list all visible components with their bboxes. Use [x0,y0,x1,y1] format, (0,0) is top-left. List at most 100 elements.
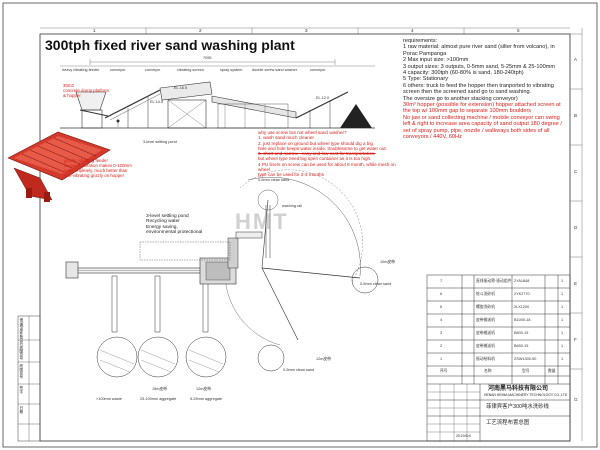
requirement-line: 4 capacity: 300tph (60-80% is sand, 180-… [403,70,524,77]
title-block [426,274,571,442]
elevation-b: EL.14.5 [150,100,164,104]
plan-view [65,169,379,378]
parts-row-qty: 1 [561,318,564,322]
parts-row-model: 2YK2770 [514,292,530,296]
grid-row-d: D [574,225,578,230]
left-strip-label: 借(通)用件登记 [19,318,24,342]
parts-row-no: 4 [440,318,443,322]
elevation-view [60,59,375,129]
label-conveyor-1: conveyor [110,68,126,72]
parts-row-model: B800-15 [514,331,529,335]
drawing-date: 2019/6/4 [456,434,471,438]
parts-header-model: 型号 [522,369,530,373]
label-spray-system: spray system [220,68,243,72]
parts-header-no: 序号 [440,369,448,373]
label-screw-washer: double screw sand washer [252,68,297,72]
grid-col-3: 3 [305,28,308,33]
dimension-top: 7095 [203,56,212,60]
requirement-line: No jaw or sand collecting machine / mobi… [403,114,562,141]
output-waste-label: >100mm waste [96,397,122,401]
feeder-note: grizzly vibrating feeder frequent vibrat… [64,158,132,178]
label-heavy-feeder: heavy vibrating feeder [62,68,100,72]
requirement-line: 30m³ hopper (possible for extension) hop… [403,102,561,115]
parts-row-name: 直线振动筛·驱动组件 [476,279,512,283]
label-conveyor-3: conveyor [310,68,326,72]
parts-row-model: B650-15 [514,344,529,348]
parts-row-name: 皮带输送机 [476,344,495,348]
belt-label-a: 15m皮带 [152,387,167,391]
parts-row-qty: 1 [561,305,564,309]
parts-row-name: 轮斗洗砂机 [476,292,495,296]
company-name-en: HENAN HEIMA MACHINERY TECHNOLOGY CO.,LTD [484,393,568,397]
grid-col-5: 5 [517,28,520,33]
parts-row-qty: 1 [561,279,564,283]
drawing-title: 300tph fixed river sand washing plant [45,37,295,53]
grid-row-a: A [574,57,578,62]
clean-sand-top-label: 0-5mm clean sand [258,178,290,182]
drawing-title-cn: 菲律宾客户300吨水洗砂线 [486,404,549,410]
parts-row-no: 5 [440,305,443,309]
grid-row-g: G [574,397,578,402]
requirement-line: 1 raw material: almost pure river sand (… [403,44,555,57]
parts-row-model: ZSW1300-50 [514,357,537,361]
parts-row-model: 2YA1848 [514,279,530,283]
hopper-note: 30m3 concrete dump platform & hopper [63,83,110,98]
requirement-line: 3 output sizes: 3 outputs, 0-5mm sand, 5… [403,63,556,70]
parts-row-no: 6 [440,292,443,296]
output-5-25-label: 5-25mm aggregate [190,397,223,401]
parts-row-model: B1000-18 [514,318,531,322]
requirement-line: The oversize go to another stacking conv… [403,95,518,102]
grid-row-f: F [574,337,577,342]
parts-row-qty: 1 [561,344,564,348]
left-strip-label: 日期 [19,406,24,414]
left-strip-label: 签字 [19,386,24,394]
label-conveyor-2: conveyor [145,68,161,72]
belt-label-d: 10m皮带 [380,260,395,264]
requirement-line: 6 others: truck to feed the hopper then … [403,82,554,96]
requirement-line: 5 Type: Stationary [403,76,448,83]
parts-row-qty: 1 [561,292,564,296]
output-25-100-label: 25-100mm aggregate [140,397,177,401]
belt-label-c: 12m皮带 [316,357,331,361]
grid-row-b: B [574,113,578,118]
clean-sand-right-label: 0-5mm clean sand [360,282,392,286]
parts-row-no: 1 [440,357,443,361]
parts-header-name: 名称 [484,369,492,373]
grid-col-2: 2 [199,28,202,33]
elevation-a: EL.16.5 [174,86,188,90]
clean-sand-bottom-label: 0-5mm clean sand [283,368,315,372]
parts-row-name: 振动给料机 [476,357,495,361]
parts-row-qty: 1 [561,357,564,361]
parts-row-no: 2 [440,344,443,348]
settling-pond-small-label: 3-level settling pond [143,140,177,144]
grid-col-1: 1 [93,28,96,33]
grid-row-c: C [574,169,578,174]
parts-row-no: 7 [440,279,443,283]
screw-washer-note: why use screw but not wheel sand washer?… [258,130,396,178]
parts-row-name: 皮带输送机 [476,318,495,322]
grizzly-feeder-illustration [7,131,111,202]
pond-note: 3-level settling pond Recycling water En… [146,214,203,236]
company-watermark: HMT [235,209,289,234]
elevation-c: EL.12.0 [316,96,330,100]
belt-label-b: 12m皮带 [196,387,211,391]
left-strip-label: 旧底图总号 [19,342,24,360]
parts-row-model: 2LX1200 [514,305,530,309]
label-vibrating-screen: vibrating screen [177,68,204,72]
grid-row-e: E [574,281,578,286]
requirements-block: requirements: 1 raw material: almost pur… [403,38,568,141]
parts-row-qty: 1 [561,331,564,335]
parts-header-qty: 数量 [548,369,556,373]
parts-row-no: 3 [440,331,443,335]
left-strip [17,315,41,442]
left-strip-label: 底图总号 [19,364,24,379]
company-name: 河南黑马科技有限公司 [488,386,549,392]
drawing-subtitle-cn: 工艺流程布置总图 [486,420,530,426]
grid-col-4: 4 [411,28,414,33]
requirement-line: 2 Max input size: >100mm [403,57,469,64]
parts-row-name: 螺旋洗砂机 [476,305,495,309]
parts-row-name: 皮带输送机 [476,331,495,335]
